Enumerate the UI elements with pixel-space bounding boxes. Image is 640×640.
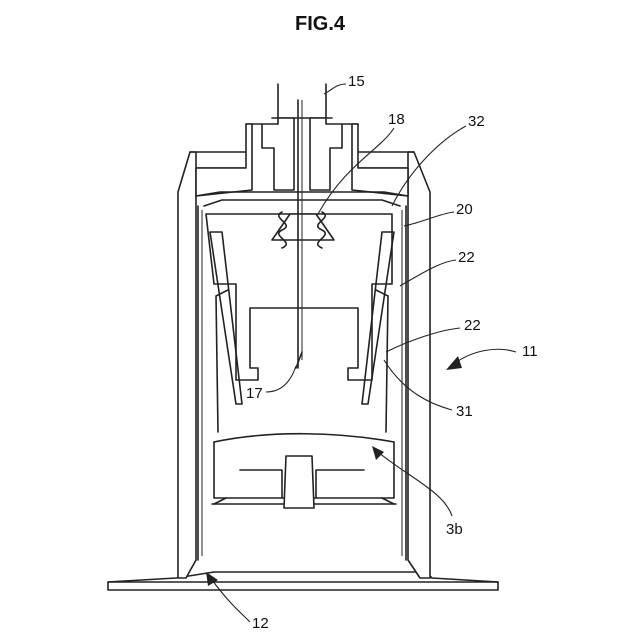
label-22b: 22 (464, 317, 481, 334)
figure-title: FIG.4 (295, 13, 346, 35)
label-12: 12 (252, 615, 269, 632)
label-22a: 22 (458, 249, 475, 266)
label-31: 31 (456, 403, 473, 420)
label-18: 18 (388, 111, 405, 128)
vial (212, 434, 396, 508)
label-32: 32 (468, 113, 485, 130)
label-15: 15 (348, 73, 365, 90)
label-20: 20 (456, 201, 473, 218)
label-17: 17 (246, 385, 263, 402)
label-11: 11 (522, 343, 538, 360)
label-3b: 3b (446, 521, 463, 538)
septum-stopper (206, 212, 392, 380)
base-flange (108, 572, 498, 590)
